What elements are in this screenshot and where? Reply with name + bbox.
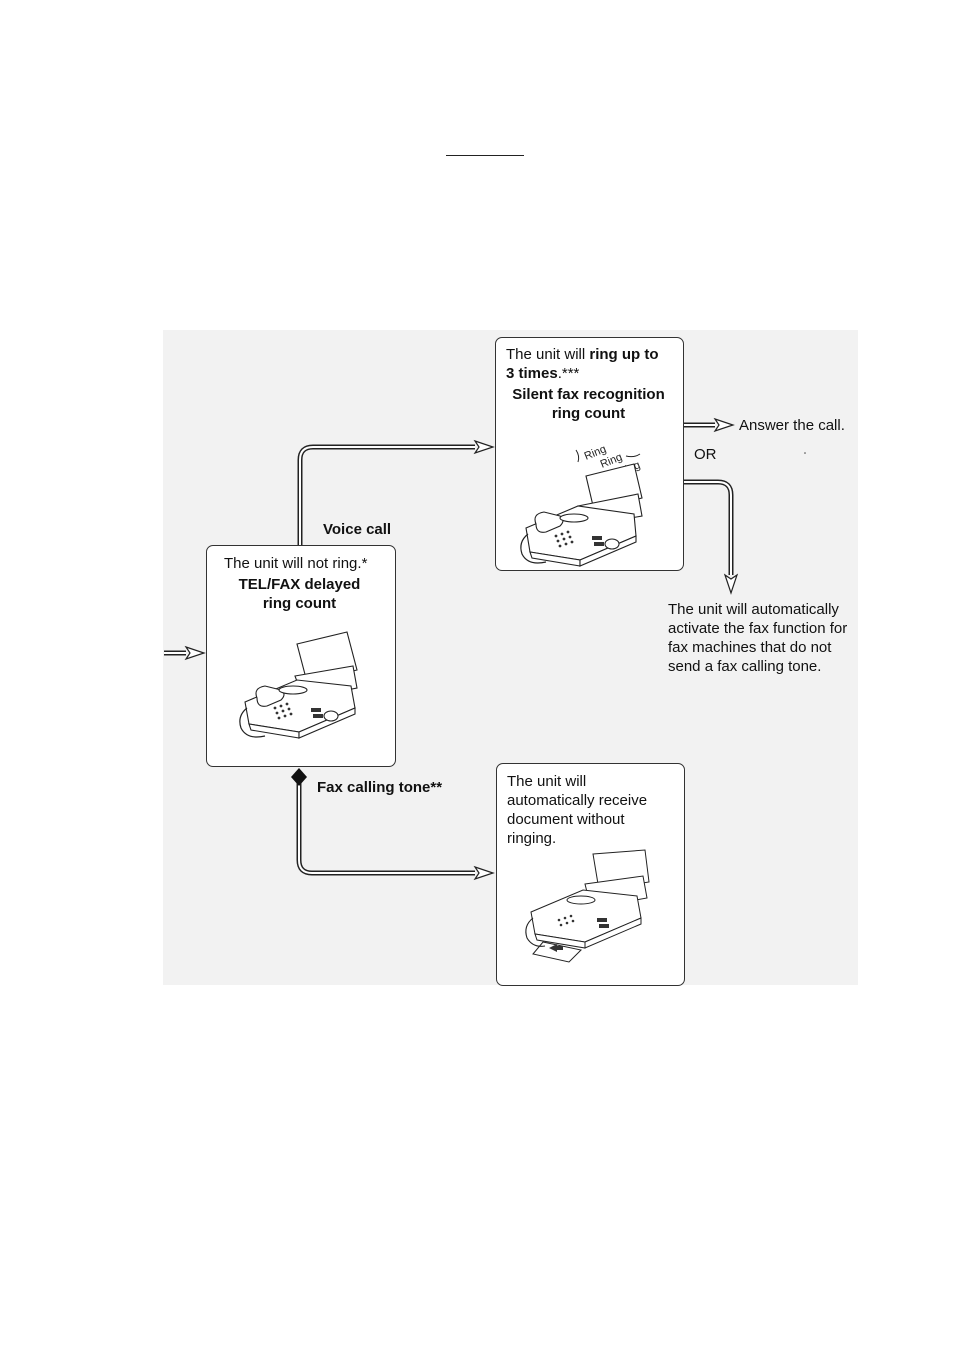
receive-box: The unit will automatically receive docu… xyxy=(496,763,685,986)
fax-calling-tone-label: Fax calling tone** xyxy=(317,779,443,796)
hollow-arrow-right-icon xyxy=(164,645,206,661)
receive-line-1: The unit will xyxy=(507,773,587,790)
no-ring-text: The unit will not ring.* xyxy=(224,555,368,572)
fax-tone-connector xyxy=(291,768,495,881)
diamond-icon xyxy=(291,768,307,786)
auto-activate-line: The unit will automatically xyxy=(668,601,839,618)
receive-line-2: automatically receive xyxy=(507,792,648,809)
ringing-fax-machine-icon: Ring Ring Ring xyxy=(520,443,643,567)
voice-call-connector xyxy=(297,439,495,545)
auto-activate-line: fax machines that do not xyxy=(668,639,832,656)
auto-activate-connector xyxy=(684,479,739,595)
ring-times-bold: 3 times xyxy=(506,365,558,382)
fax-machine-receiving-icon xyxy=(525,849,650,963)
or-label: OR xyxy=(694,446,717,463)
voice-call-label: Voice call xyxy=(323,521,392,538)
receive-line-4: ringing. xyxy=(507,830,557,847)
ring-times-note: .*** xyxy=(557,365,580,382)
fax-machine-icon xyxy=(239,631,358,739)
ring-up-bold: ring up to xyxy=(589,346,659,363)
delayed-ring-subtitle: ring count xyxy=(262,595,337,612)
ring-up-normal: The unit will xyxy=(506,346,590,363)
ring-box: The unit will ring up to 3 times.*** Sil… xyxy=(495,337,684,571)
auto-activate-text: The unit will automatically activate the… xyxy=(668,600,847,676)
title-underline xyxy=(446,155,524,156)
silent-fax-title: Silent fax recognition xyxy=(512,386,665,403)
auto-activate-line: activate the fax function for xyxy=(668,620,848,637)
ring-up-text: The unit will ring up to 3 times.*** xyxy=(506,345,684,383)
answer-connector xyxy=(684,417,735,433)
silent-fax-subtitle: ring count xyxy=(551,405,626,422)
answer-call-label: Answer the call. xyxy=(739,417,845,434)
no-ring-box: The unit will not ring.* TEL/FAX delayed… xyxy=(206,545,396,767)
auto-activate-line: send a fax calling tone. xyxy=(668,658,822,675)
receive-line-3: document without xyxy=(507,811,625,828)
delayed-ring-title: TEL/FAX delayed xyxy=(238,576,361,593)
